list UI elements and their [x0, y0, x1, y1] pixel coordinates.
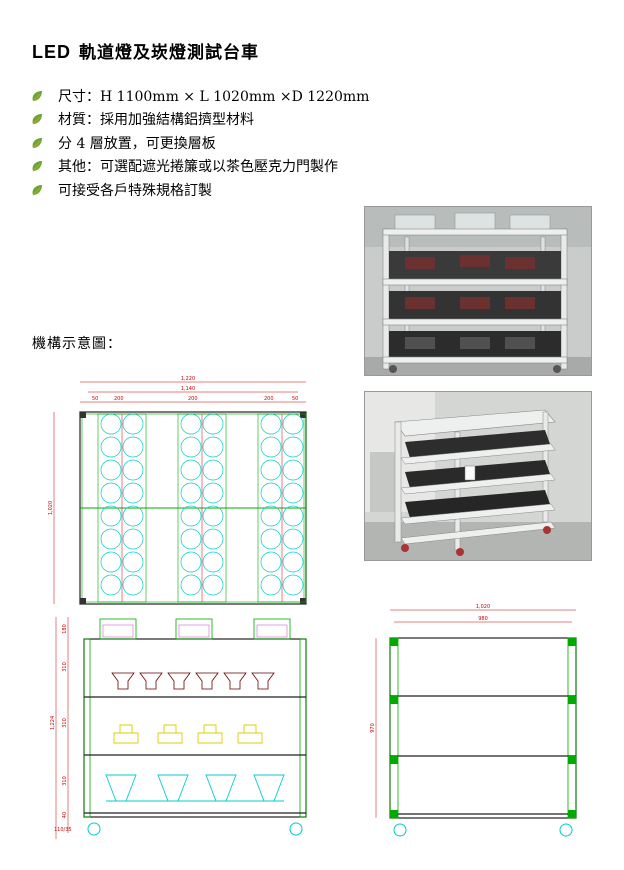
dim-bottom: 110/35 [54, 827, 72, 833]
dim-side-height: 970 [370, 723, 376, 733]
cart-photo-front [364, 206, 592, 376]
spec-item: 可接受各戶特殊規格訂製 [30, 178, 369, 202]
spec-item: 分 4 層放置，可更換層板 [30, 131, 369, 155]
dim-depth: 1,020 [48, 501, 54, 515]
dim-side-inner: 980 [478, 616, 488, 622]
leaf-bullet-icon [32, 90, 42, 102]
dim-inner: 1,140 [181, 386, 195, 392]
dim-width: 1,220 [181, 376, 195, 382]
title-latin: LED [32, 42, 71, 62]
cart-photo-angle [364, 391, 592, 561]
dim-h3: 310 [62, 718, 68, 728]
dim-h2: 310 [62, 662, 68, 672]
leaf-bullet-icon [32, 184, 42, 196]
dim-seg-a: 50 [92, 396, 98, 402]
spec-text: 分 4 層放置，可更換層板 [58, 135, 216, 152]
leaf-bullet-icon [32, 114, 42, 125]
dim-seg-e: 50 [292, 396, 298, 402]
dim-h4: 310 [62, 776, 68, 786]
dim-total: 1,224 [50, 716, 56, 730]
top-view-drawing: 1,220 1,140 50 200 200 200 50 1,020 [48, 372, 316, 610]
page-title: LED 軌道燈及崁燈測試台車 [32, 38, 259, 63]
spec-text: 可接受各戶特殊規格訂製 [58, 182, 212, 199]
front-view-drawing: 1,224 180 310 310 310 40 110/35 [48, 603, 316, 843]
spec-item: 材質：採用加強結構鋁擠型材料 [30, 108, 369, 132]
leaf-bullet-icon [32, 137, 42, 149]
side-view-drawing: 1,020 980 970 [370, 598, 592, 842]
spec-text: 其他：可選配遮光捲簾或以茶色壓克力門製作 [58, 159, 338, 176]
dim-h5: 40 [62, 812, 68, 818]
spec-text: 材質：採用加強結構鋁擠型材料 [58, 112, 254, 129]
dim-seg-d: 200 [264, 396, 274, 402]
dim-seg-b: 200 [114, 396, 124, 402]
dim-seg-c: 200 [188, 396, 198, 402]
spec-item: 尺寸：H 1100mm × L 1020mm ×D 1220mm [30, 84, 369, 108]
title-cjk: 軌道燈及崁燈測試台車 [79, 43, 259, 63]
spec-text: 尺寸：H 1100mm × L 1020mm ×D 1220mm [58, 88, 370, 105]
spec-list: 尺寸：H 1100mm × L 1020mm ×D 1220mm 材質：採用加強… [30, 84, 369, 202]
leaf-bullet-icon [32, 161, 42, 172]
spec-item: 其他：可選配遮光捲簾或以茶色壓克力門製作 [30, 155, 369, 179]
dim-h1: 180 [62, 624, 68, 634]
dim-side-width: 1,020 [476, 604, 490, 610]
diagram-label: 機構示意圖： [32, 336, 122, 352]
